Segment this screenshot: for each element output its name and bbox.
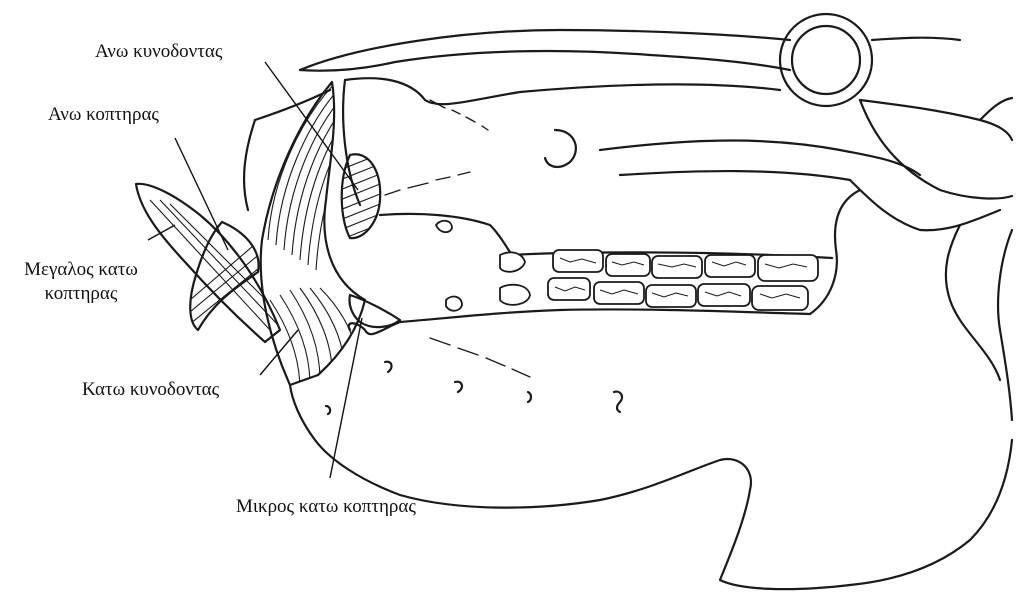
label-large-lower-incisor: Μεγαλος κατω κοπτηρας	[6, 258, 156, 306]
label-lower-canine: Κατω κυνοδοντας	[82, 378, 219, 402]
mandible-outline	[290, 190, 1012, 589]
cranium-outline	[244, 14, 1012, 258]
lower-canine-tusk	[261, 82, 372, 390]
leader-lines	[148, 62, 362, 478]
upper-canine	[340, 150, 390, 240]
premolar-bits	[436, 221, 462, 311]
leader-large-lower-incisor	[148, 225, 175, 240]
upper-molar-row	[500, 250, 818, 281]
leader-lower-canine	[260, 330, 298, 375]
label-large-lower-incisor-line1: Μεγαλος κατω	[6, 258, 156, 282]
label-large-lower-incisor-line2: κοπτηρας	[6, 282, 156, 306]
label-small-lower-incisor: Μικρος κατω κοπτηρας	[236, 495, 416, 519]
label-upper-canine: Ανω κυνοδοντας	[95, 40, 222, 64]
leader-upper-incisor	[175, 138, 228, 250]
large-lower-incisor	[136, 184, 286, 342]
label-upper-incisor: Ανω κοπτηρας	[48, 103, 159, 127]
lower-molar-row	[500, 278, 808, 310]
